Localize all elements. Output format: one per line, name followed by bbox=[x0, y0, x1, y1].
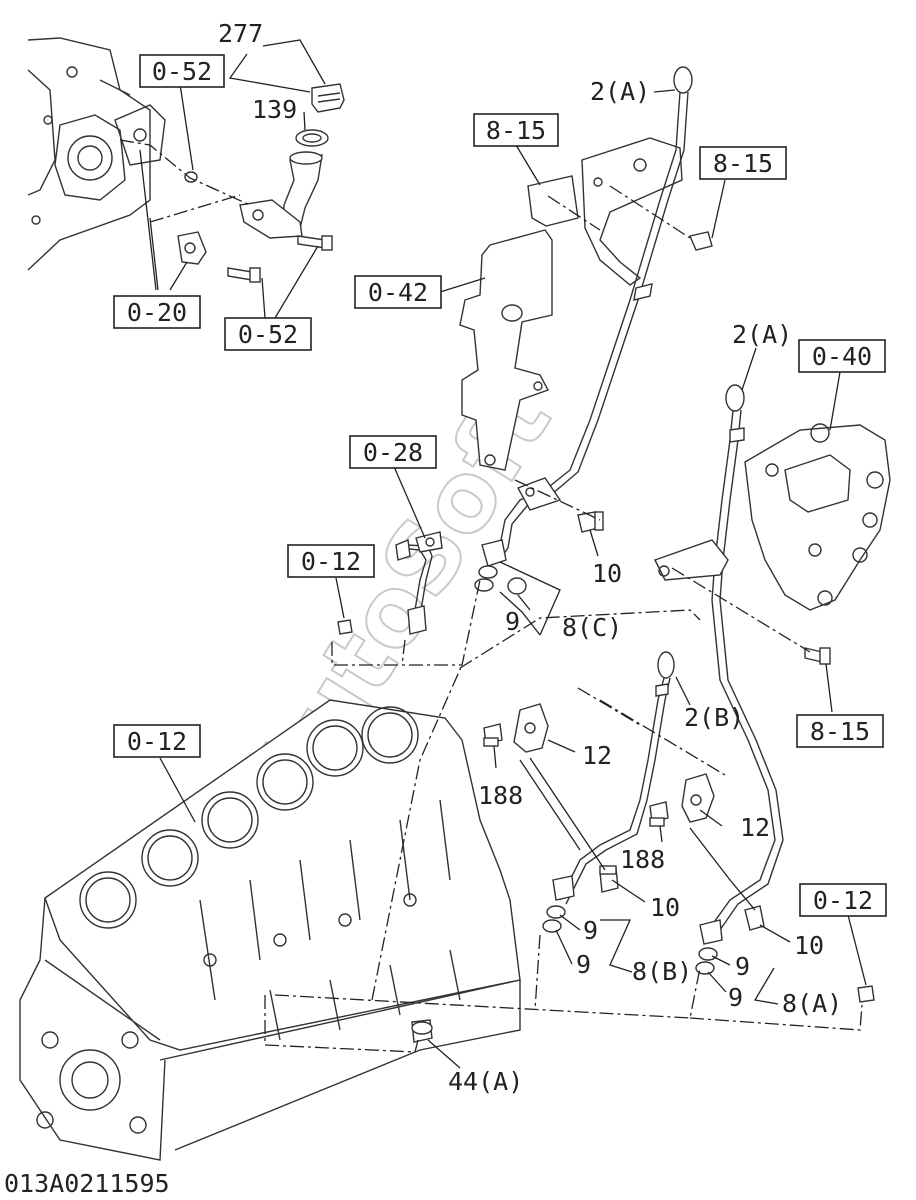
svg-text:0-28: 0-28 bbox=[363, 438, 423, 467]
oil-tube-0-28 bbox=[395, 531, 443, 635]
part-label-10-right: 10 bbox=[794, 931, 824, 960]
svg-text:0-52: 0-52 bbox=[152, 57, 212, 86]
bracket-12-left bbox=[483, 703, 549, 753]
svg-text:8-15: 8-15 bbox=[810, 717, 870, 746]
svg-text:8-15: 8-15 bbox=[713, 149, 773, 178]
reference-box-0-52-top: 0-52 bbox=[139, 54, 225, 88]
engine-mount-bracket-0-40 bbox=[744, 423, 891, 611]
svg-text:0-42: 0-42 bbox=[368, 278, 428, 307]
reference-box-8-15-left: 8-15 bbox=[473, 113, 559, 147]
bracket-12-right bbox=[649, 773, 715, 827]
svg-text:8-15: 8-15 bbox=[486, 116, 546, 145]
part-label-8a: 8(A) bbox=[782, 989, 842, 1018]
part-label-12-left: 12 bbox=[582, 741, 612, 770]
oil-filler-assembly bbox=[177, 83, 345, 283]
bracket-8-15-drawing bbox=[527, 137, 713, 286]
engine-front-cover-drawing bbox=[27, 37, 166, 271]
dipstick-2b bbox=[542, 651, 675, 933]
part-label-2a-right: 2(A) bbox=[732, 320, 792, 349]
svg-text:0-12: 0-12 bbox=[813, 886, 873, 915]
reference-box-0-42: 0-42 bbox=[354, 275, 442, 309]
part-label-10-upper: 10 bbox=[592, 559, 622, 588]
part-label-44a: 44(A) bbox=[448, 1067, 523, 1096]
reference-box-0-28: 0-28 bbox=[349, 435, 437, 469]
reference-box-8-15-lower: 8-15 bbox=[796, 714, 884, 748]
svg-text:0-52: 0-52 bbox=[238, 320, 298, 349]
o-ring-9-a1 bbox=[698, 947, 718, 961]
reference-box-0-52-bottom: 0-52 bbox=[224, 317, 312, 351]
part-label-9-b1: 9 bbox=[583, 916, 598, 945]
svg-text:0-20: 0-20 bbox=[127, 298, 187, 327]
part-label-12-right: 12 bbox=[740, 813, 770, 842]
part-label-188-left: 188 bbox=[478, 781, 523, 810]
reference-box-0-40: 0-40 bbox=[798, 339, 886, 373]
bracket-0-42-drawing bbox=[459, 229, 553, 471]
reference-box-0-12-block: 0-12 bbox=[113, 724, 201, 758]
dipstick-2a-lower bbox=[654, 384, 831, 945]
svg-text:0-40: 0-40 bbox=[812, 342, 872, 371]
part-label-2a-top: 2(A) bbox=[590, 77, 650, 106]
part-label-10-mid: 10 bbox=[650, 893, 680, 922]
diagram-code: 013A0211595 bbox=[4, 1169, 170, 1198]
part-label-9-b2: 9 bbox=[576, 950, 591, 979]
plug-0-12-right bbox=[857, 985, 875, 1003]
part-label-139: 139 bbox=[252, 95, 297, 124]
reference-box-8-15-right: 8-15 bbox=[699, 146, 787, 180]
part-label-9-a1: 9 bbox=[735, 952, 750, 981]
part-label-9-a2: 9 bbox=[728, 983, 743, 1012]
reference-box-0-12-right: 0-12 bbox=[799, 883, 887, 917]
svg-text:0-12: 0-12 bbox=[127, 727, 187, 756]
dipstick-2a-upper bbox=[474, 66, 693, 595]
part-label-8c: 8(C) bbox=[562, 613, 622, 642]
part-label-9-upper: 9 bbox=[505, 607, 520, 636]
o-ring-9-a2 bbox=[695, 961, 715, 975]
part-label-188-right: 188 bbox=[620, 845, 665, 874]
engine-block-drawing bbox=[19, 699, 521, 1161]
reference-box-0-20: 0-20 bbox=[113, 295, 201, 329]
part-label-277: 277 bbox=[218, 19, 263, 48]
svg-text:0-12: 0-12 bbox=[301, 547, 361, 576]
plug-0-12 bbox=[337, 619, 353, 635]
part-label-2b: 2(B) bbox=[684, 703, 744, 732]
reference-box-0-12-left: 0-12 bbox=[287, 544, 375, 578]
part-label-8b: 8(B) bbox=[632, 957, 692, 986]
